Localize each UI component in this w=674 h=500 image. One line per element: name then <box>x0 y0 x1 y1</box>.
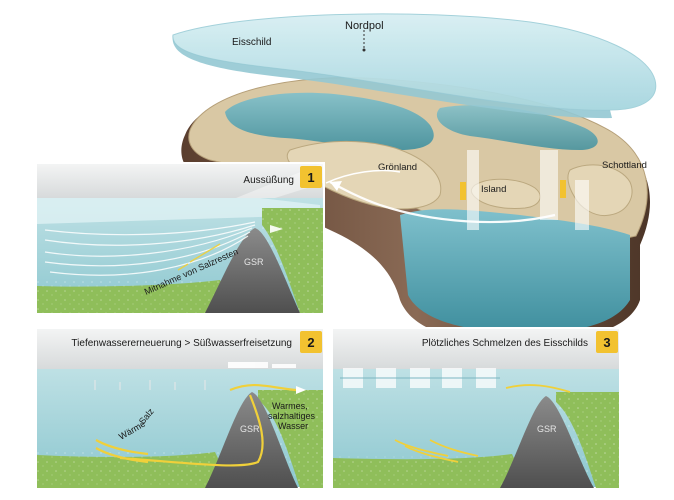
northern-sea-2 <box>436 105 598 150</box>
meltwater-curtains <box>467 150 589 230</box>
panel-2-warm-water-1: Warmes, <box>272 401 308 411</box>
panel-3-title: Plötzliches Schmelzen des Eisschilds <box>422 338 588 349</box>
panel-3-number: 3 <box>603 335 610 350</box>
panel-2: 2 Tiefenwassererneuerung > Süßwasserfrei… <box>35 327 325 489</box>
panel-2-badge <box>300 331 322 353</box>
panel-1-title: Aussüßung <box>243 175 294 186</box>
ice-sheet <box>172 13 657 119</box>
section-marker-1 <box>460 182 466 200</box>
panel-2-title: Tiefenwassererneuerung > Süßwasserfreise… <box>71 338 292 349</box>
panel-3-ridge <box>500 396 594 488</box>
panel-2-ridge <box>205 392 298 488</box>
panel-1-ridge <box>205 228 300 313</box>
greenland-label: Grönland <box>378 162 417 173</box>
panel-1-ridge-label: GSR <box>244 257 264 267</box>
panel-2-number: 2 <box>307 335 314 350</box>
panel-1-badge <box>300 166 322 188</box>
scotland-label: Schottland <box>602 160 647 171</box>
panel-2-ridge-label: GSR <box>240 424 260 434</box>
circulation-arrow <box>329 181 556 224</box>
north-pole-label: Nordpol <box>345 20 384 32</box>
iceland-label: Island <box>481 184 506 195</box>
panel-3: 3 Plötzliches Schmelzen des Eisschilds G… <box>331 327 621 489</box>
basin-cut-water <box>400 209 630 333</box>
circulation-arrowhead <box>330 181 342 191</box>
panel-1-number: 1 <box>307 170 314 185</box>
panel-3-ridge-label: GSR <box>537 424 557 434</box>
northern-sea <box>225 92 434 150</box>
ice-sheet-label: Eisschild <box>232 37 271 48</box>
section-marker-2 <box>560 180 566 198</box>
panel-2-warm-water-3: Wasser <box>278 421 308 431</box>
basin-block <box>181 77 651 343</box>
panel-1: 1 Aussüßung GSR Mitnahme von Salzresten <box>35 162 325 314</box>
panel-3-badge <box>596 331 618 353</box>
panel-2-warm-water-2: salzhaltiges <box>268 411 316 421</box>
panel-1-connector <box>325 169 401 184</box>
